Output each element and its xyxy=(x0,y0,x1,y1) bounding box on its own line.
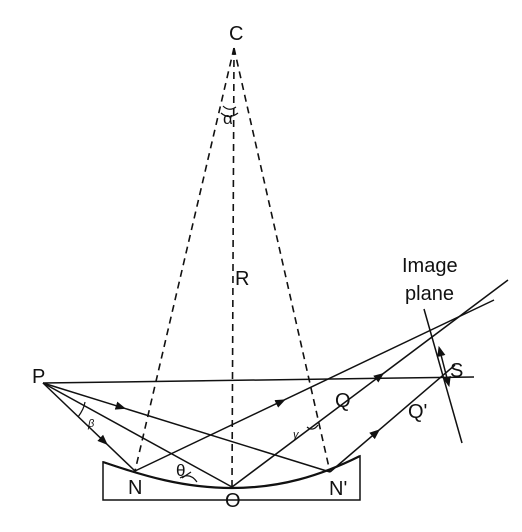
radius-c-to-o xyxy=(231,47,235,488)
label-gamma: γ xyxy=(293,429,300,441)
mirror-surface xyxy=(102,455,361,490)
ray-p-to-o xyxy=(42,382,233,488)
reflected-ray-from-n xyxy=(134,299,495,472)
ray-p-to-n-prime xyxy=(42,382,331,473)
arrow-ray-p-n-prime xyxy=(114,401,127,410)
beta-arc xyxy=(77,401,86,418)
label-beta: β xyxy=(87,418,95,430)
arrow-reflected-n-prime xyxy=(369,429,381,440)
label-image-plane-line2: plane xyxy=(405,283,454,305)
ray-p-to-n xyxy=(42,382,136,472)
label-n: N xyxy=(128,477,142,499)
theta-pointer xyxy=(181,471,192,479)
arrow-reflected-o xyxy=(373,372,385,383)
label-s: S xyxy=(450,360,463,382)
arrow-reflected-n xyxy=(274,399,286,408)
spot-size-s xyxy=(437,345,451,388)
label-alpha: α xyxy=(223,109,233,128)
label-o: O xyxy=(225,490,241,512)
gamma-arc xyxy=(306,424,319,430)
label-c: C xyxy=(229,23,243,45)
label-q: Q xyxy=(335,390,351,412)
label-image-plane-line1: Image xyxy=(402,255,458,277)
label-theta: θ xyxy=(176,461,185,480)
theta-arc xyxy=(179,475,198,483)
reflected-ray-from-o xyxy=(231,279,509,488)
radius-c-to-n xyxy=(134,47,235,472)
radius-c-to-n-prime xyxy=(233,47,331,473)
label-p: P xyxy=(32,366,45,388)
label-q-prime: Q' xyxy=(408,401,427,423)
arrow-ray-p-n xyxy=(97,434,108,446)
alpha-arc-lower xyxy=(220,112,239,118)
reflected-ray-from-n-prime xyxy=(329,364,456,473)
label-r: R xyxy=(235,268,249,290)
alpha-arc-upper xyxy=(222,105,237,110)
line-p-to-image-plane xyxy=(42,376,475,384)
label-n-prime: N' xyxy=(329,478,347,500)
